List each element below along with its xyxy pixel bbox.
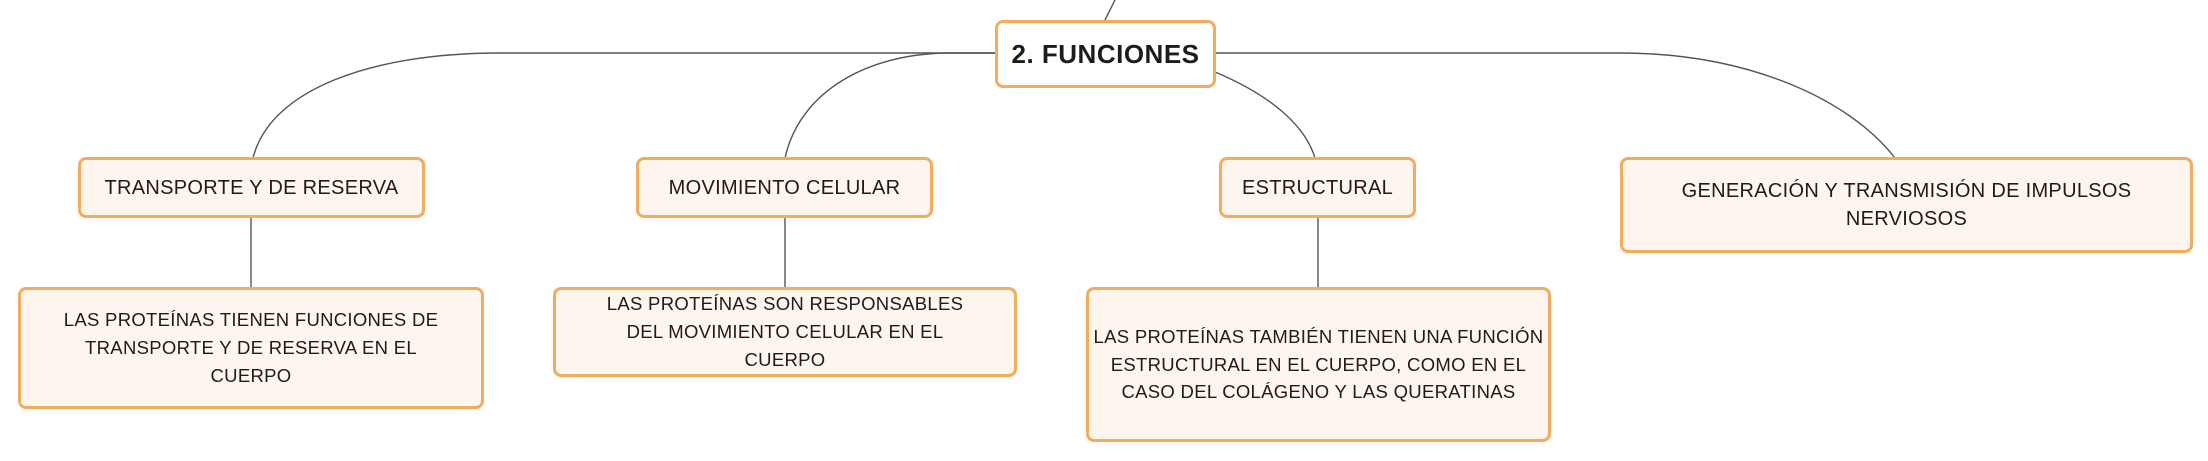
root-node-funciones[interactable]: 2. FUNCIONES — [995, 20, 1216, 88]
branch-node-generacion[interactable]: GENERACIÓN Y TRANSMISIÓN DE IMPULSOS NER… — [1620, 157, 2193, 253]
branch-label: MOVIMIENTO CELULAR — [668, 176, 901, 199]
detail-text: LAS PROTEÍNAS TAMBIÉN TIENEN UNA FUNCIÓN… — [1093, 325, 1544, 403]
root-label: 2. FUNCIONES — [1011, 38, 1200, 69]
detail-node-movimiento[interactable]: LAS PROTEÍNAS SON RESPONSABLES DEL MOVIM… — [553, 287, 1017, 377]
connector-root-generacion — [1215, 52, 1896, 159]
detail-node-estructural[interactable]: LAS PROTEÍNAS TAMBIÉN TIENEN UNA FUNCIÓN… — [1086, 287, 1551, 442]
connector-to-parent — [1104, 0, 1116, 21]
branch-label: GENERACIÓN Y TRANSMISIÓN DE IMPULSOS NER… — [1681, 180, 2132, 230]
branch-label: ESTRUCTURAL — [1241, 176, 1394, 199]
branch-node-transporte[interactable]: TRANSPORTE Y DE RESERVA — [78, 157, 425, 218]
connector-root-movimiento — [784, 52, 995, 159]
detail-node-transporte[interactable]: LAS PROTEÍNAS TIENEN FUNCIONES DE TRANSP… — [18, 287, 484, 409]
connector-root-estructural — [1214, 71, 1316, 159]
branch-label: TRANSPORTE Y DE RESERVA — [104, 176, 399, 199]
detail-text: LAS PROTEÍNAS SON RESPONSABLES DEL MOVIM… — [606, 293, 964, 370]
detail-text: LAS PROTEÍNAS TIENEN FUNCIONES DE TRANSP… — [63, 309, 439, 386]
connector-root-transporte — [252, 52, 995, 159]
branch-node-movimiento[interactable]: MOVIMIENTO CELULAR — [636, 157, 933, 218]
branch-node-estructural[interactable]: ESTRUCTURAL — [1219, 157, 1416, 218]
